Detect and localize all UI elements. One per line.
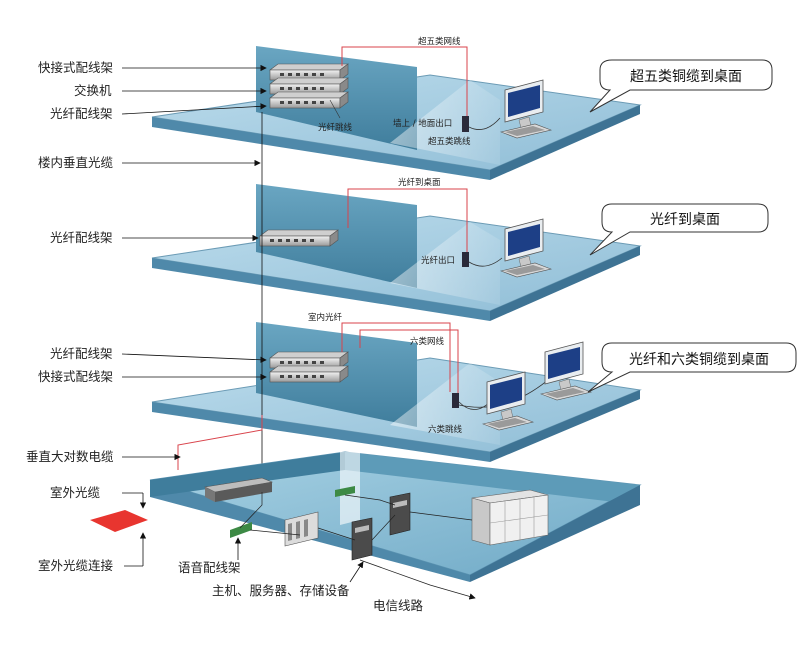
floor-2: 光纤到桌面 光纤出口 (151, 177, 642, 321)
left-label-1: 快接式配线架 (38, 60, 113, 75)
floor-1-cord-label: 超五类跳线 (428, 136, 471, 147)
switch-icon (269, 77, 349, 95)
left-label-3: 光纤配线架 (50, 106, 113, 121)
floor-1-patch-label: 光纤跳线 (318, 122, 353, 133)
server-icon (284, 511, 319, 547)
patch-panel-icon (269, 91, 349, 109)
patch-panel-icon (269, 63, 349, 81)
left-labels: 快接式配线架 交换机 光纤配线架 楼内垂直光缆 光纤配线架 光纤配线架 快接式配… (26, 60, 267, 573)
voice-patch-label: 语音配线架 (178, 560, 241, 575)
telecom-label: 电信线路 (373, 598, 424, 613)
server-icon (389, 492, 411, 536)
callout-floor-3-text: 光纤和六类铜缆到桌面 (629, 352, 769, 368)
callout-floor-1: 超五类铜缆到桌面 (589, 59, 773, 113)
callout-floor-1-text: 超五类铜缆到桌面 (630, 69, 742, 85)
outside-connection (90, 510, 148, 532)
floor-1-cable-label: 超五类网线 (418, 36, 461, 47)
patch-panel-icon (259, 229, 339, 247)
callout-floor-2: 光纤到桌面 (589, 203, 769, 256)
left-label-7: 快接式配线架 (38, 369, 113, 384)
left-label-9: 室外光缆 (50, 485, 101, 500)
floor-1: 超五类网线 光纤跳线 墙上 / 地面出口 超五类跳线 (151, 36, 642, 180)
floor-2-outlet-label: 光纤出口 (421, 255, 455, 266)
hosts-label: 主机、服务器、存储设备 (212, 583, 350, 598)
basement (149, 451, 642, 600)
floor-1-outlet-label: 墙上 / 地面出口 (393, 118, 452, 129)
left-label-6: 光纤配线架 (50, 346, 113, 361)
storage-cabinet-icon (471, 489, 549, 546)
callout-floor-3: 光纤和六类铜缆到桌面 (587, 342, 797, 393)
floor-3-fiber-label: 室内光纤 (308, 312, 343, 323)
left-label-8: 垂直大对数电缆 (26, 449, 114, 464)
bottom-labels: 语音配线架 主机、服务器、存储设备 电信线路 (178, 537, 424, 613)
left-label-2: 交换机 (74, 83, 112, 98)
voice-patch-panel-icon (230, 522, 252, 538)
floor-3-cord-label: 六类跳线 (428, 424, 463, 435)
wall-outlet-icon (462, 252, 469, 267)
patch-panel-icon (269, 351, 349, 369)
callout-floor-2-text: 光纤到桌面 (650, 212, 720, 228)
wall-outlet-icon (462, 116, 469, 132)
wall-outlet-icon (452, 393, 459, 408)
floor-3: 室内光纤 六类网线 六类跳线 (151, 312, 642, 462)
left-label-4: 楼内垂直光缆 (38, 155, 114, 170)
server-icon (351, 517, 373, 561)
patch-panel-icon (269, 365, 349, 383)
floor-3-cable-label: 六类网线 (410, 336, 445, 347)
left-label-10: 室外光缆连接 (38, 558, 114, 573)
left-label-5: 光纤配线架 (50, 230, 113, 245)
floor-2-cable-label: 光纤到桌面 (398, 177, 441, 188)
